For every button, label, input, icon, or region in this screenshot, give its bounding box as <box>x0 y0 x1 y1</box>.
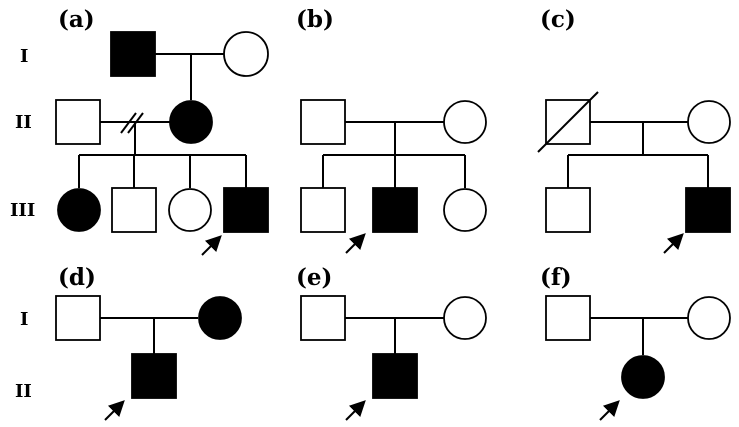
unaffected-female-symbol <box>443 296 487 340</box>
affected-female-symbol <box>57 188 101 232</box>
unaffected-male-symbol <box>545 295 591 341</box>
affected-male-symbol <box>685 187 731 233</box>
proband-arrow <box>104 400 125 421</box>
separation-mark <box>120 112 137 134</box>
panel-d <box>55 295 242 421</box>
proband-arrow <box>599 400 620 421</box>
deceased-slash <box>537 91 599 153</box>
unaffected-female-symbol <box>687 100 731 144</box>
panel-label-c: (c) <box>540 6 576 33</box>
proband-arrow <box>663 233 684 254</box>
gen-label-bottom-I: I <box>20 309 28 330</box>
gen-label-top-III: III <box>10 200 35 221</box>
affected-male-symbol <box>372 353 418 399</box>
unaffected-female-symbol <box>168 188 212 232</box>
proband-arrow <box>201 235 222 256</box>
unaffected-female-symbol <box>223 31 269 77</box>
unaffected-female-symbol <box>687 296 731 340</box>
affected-male-symbol <box>223 187 269 233</box>
affected-female-symbol <box>169 100 213 144</box>
panel-a <box>55 31 269 256</box>
affected-male-symbol <box>131 353 177 399</box>
unaffected-male-symbol <box>55 99 101 145</box>
unaffected-male-symbol <box>545 187 591 233</box>
proband-arrow <box>345 400 366 421</box>
panel-label-f: (f) <box>540 264 572 291</box>
proband-arrow <box>345 233 366 254</box>
panel-label-b: (b) <box>296 6 334 33</box>
affected-female-symbol <box>621 355 665 399</box>
gen-label-bottom-II: II <box>15 381 32 402</box>
gen-label-top-I: I <box>20 46 28 67</box>
panel-label-e: (e) <box>296 264 332 291</box>
unaffected-male-symbol <box>300 99 346 145</box>
panel-e <box>300 295 487 421</box>
panel-c <box>537 91 731 254</box>
panel-label-d: (d) <box>58 264 96 291</box>
gen-label-top-II: II <box>15 112 32 133</box>
unaffected-male-symbol <box>55 295 101 341</box>
unaffected-female-symbol <box>443 188 487 232</box>
unaffected-female-symbol <box>443 100 487 144</box>
panel-label-a: (a) <box>58 6 95 33</box>
unaffected-male-symbol <box>300 187 346 233</box>
unaffected-male-symbol <box>111 187 157 233</box>
affected-male-symbol <box>372 187 418 233</box>
affected-female-symbol <box>198 296 242 340</box>
unaffected-male-symbol <box>300 295 346 341</box>
panel-f <box>545 295 731 421</box>
panel-b <box>300 99 487 254</box>
affected-male-symbol <box>110 31 156 77</box>
